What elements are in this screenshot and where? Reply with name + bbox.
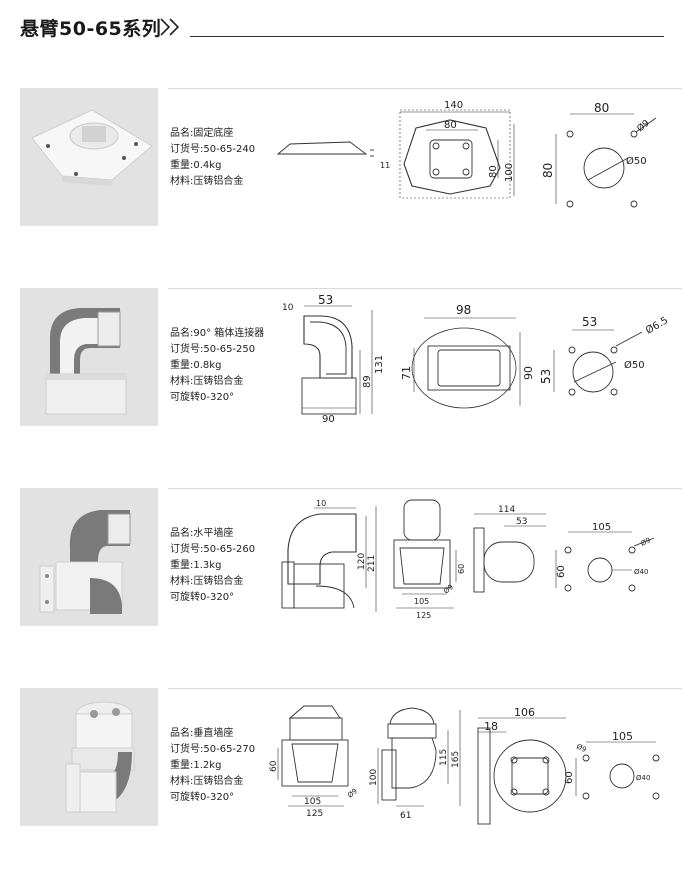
dimension-label: 165 [451,751,461,768]
product-rotation: 可旋转0-320° [170,792,235,803]
dimension-label: 115 [439,749,449,766]
dimension-label: 89 [362,375,373,388]
product-rotation: 可旋转0-320° [170,592,235,603]
dimension-label: 100 [369,769,379,786]
product-section: 品名:水平墙座 订货号:50-65-260 重量:1.3kg 材料:压铸铝合金 … [20,488,682,628]
technical-drawing: 10 120 211 60 105 125 Ø9 114 53 105 60 Ø… [281,499,655,620]
dimension-label: 10 [282,303,294,313]
order-number: 订货号:50-65-250 [170,344,256,355]
section-divider [168,88,682,89]
dimension-label: Ø9 [635,117,652,134]
dimension-label: 125 [416,611,431,620]
product-photo [20,288,158,426]
product-photo [20,688,158,826]
section-divider [168,488,682,489]
product-name: 品名:固定底座 [170,128,234,139]
dimension-label: 60 [556,565,567,578]
product-name: 品名:水平墙座 [170,528,234,539]
dimension-label: 98 [456,303,471,317]
technical-drawing: 11 140 80 80 100 80 80 Ø9 Ø50 [276,100,657,208]
dimension-label: 80 [444,120,457,131]
dimension-label: 125 [306,809,323,819]
page-header: 悬臂50-65系列 [20,14,664,42]
product-info: 品名:90° 箱体连接器 订货号:50-65-250 重量:0.8kg 材料:压… [170,326,264,406]
product-material: 材料:压铸铝合金 [170,576,244,587]
page-title: 悬臂50-65系列 [20,18,162,40]
dimension-label: Ø50 [624,359,645,371]
product-material: 材料:压铸铝合金 [170,376,244,387]
dimension-label: 105 [304,797,321,807]
dimension-label: 80 [541,163,555,178]
product-section: 品名:垂直墙座 订货号:50-65-270 重量:1.2kg 材料:压铸铝合金 … [20,688,682,828]
dimension-label: 211 [367,555,377,572]
product-weight: 重量:0.4kg [170,160,222,171]
dimension-label: Ø9 [575,743,587,754]
dimension-label: 90 [322,414,335,425]
dimension-label: 80 [594,101,609,115]
dimension-label: 10 [316,499,326,508]
dimension-label: 114 [498,505,515,515]
dimension-label: 106 [514,706,535,719]
product-info: 品名:垂直墙座 订货号:50-65-270 重量:1.2kg 材料:压铸铝合金 … [170,726,255,806]
dimension-label: 18 [484,720,498,733]
product-weight: 重量:0.8kg [170,360,222,371]
dimension-label: 131 [374,355,385,374]
product-rotation: 可旋转0-320° [170,392,235,403]
dimension-label: Ø6.5 [644,314,671,336]
section-divider [168,688,682,689]
dimension-label: 53 [516,517,527,527]
dimension-label: 71 [400,366,413,380]
product-material: 材料:压铸铝合金 [170,176,244,187]
product-name: 品名:垂直墙座 [170,728,234,739]
dimension-label: 53 [318,293,333,307]
technical-drawing: 60 105 125 Ø9 100 115 165 61 106 18 Ø9 1… [269,705,660,825]
product-photo [20,88,158,226]
header-rule [190,36,664,37]
product-photo [20,488,158,626]
dimension-label: Ø9 [442,583,455,596]
dimension-label: 140 [444,100,463,111]
order-number: 订货号:50-65-270 [170,744,256,755]
dimension-label: 11 [380,161,390,170]
product-material: 材料:压铸铝合金 [170,776,244,787]
dimension-label: Ø40 [636,774,650,782]
dimension-label: 90 [522,366,535,380]
product-weight: 重量:1.3kg [170,560,222,571]
technical-drawing: 10 53 131 89 90 98 71 90 53 Ø6.5 53 Ø50 [282,293,670,425]
dimension-label: Ø9 [346,787,359,800]
dimension-label: Ø9 [639,536,651,547]
dimension-label: Ø40 [634,568,648,576]
product-info: 品名:水平墙座 订货号:50-65-260 重量:1.3kg 材料:压铸铝合金 … [170,526,255,606]
order-number: 订货号:50-65-260 [170,544,256,555]
dimension-label: 105 [612,730,633,743]
product-weight: 重量:1.2kg [170,760,222,771]
dimension-label: 53 [582,315,597,329]
dimension-label: Ø50 [626,155,647,167]
double-chevron-right-icon [160,18,180,36]
order-number: 订货号:50-65-240 [170,144,256,155]
dimension-label: 100 [504,163,515,182]
product-section: 品名:固定底座 订货号:50-65-240 重量:0.4kg 材料:压铸铝合金 [20,88,682,228]
product-info: 品名:固定底座 订货号:50-65-240 重量:0.4kg 材料:压铸铝合金 [170,126,255,190]
dimension-label: 105 [592,522,611,533]
section-divider [168,288,682,289]
dimension-label: 53 [539,369,553,384]
dimension-label: 105 [414,597,429,606]
dimension-label: 60 [457,564,466,574]
dimension-label: 61 [400,811,411,821]
product-section: 品名:90° 箱体连接器 订货号:50-65-250 重量:0.8kg 材料:压… [20,288,682,428]
dimension-label: 80 [488,165,499,178]
dimension-label: 60 [564,771,575,784]
dimension-label: 60 [269,760,279,772]
dimension-label: 120 [357,553,367,570]
product-name: 品名:90° 箱体连接器 [170,328,265,339]
